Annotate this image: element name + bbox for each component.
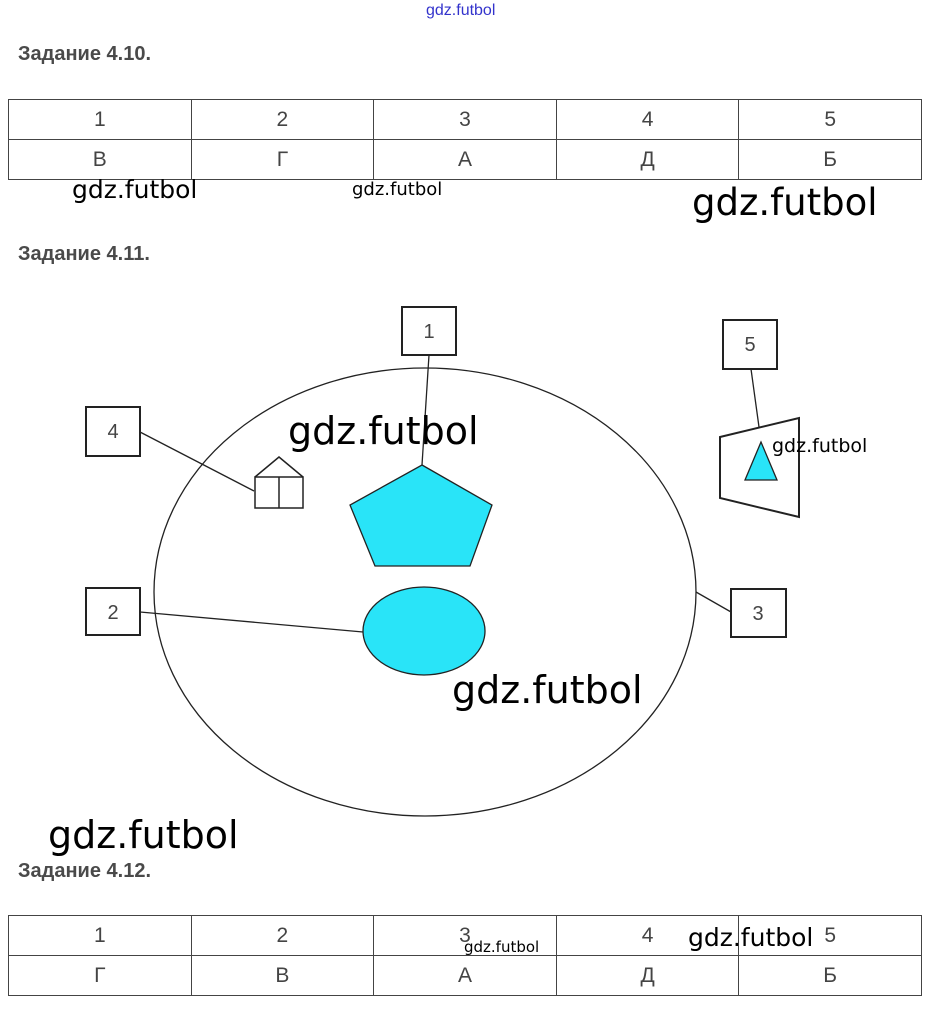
leader-line-5 bbox=[750, 368, 760, 428]
label-box-1 bbox=[401, 306, 457, 356]
watermark: gdz.futbol bbox=[688, 923, 814, 952]
watermark: gdz.futbol bbox=[452, 668, 643, 712]
watermark: gdz.futbol bbox=[464, 938, 540, 956]
watermark: gdz.futbol bbox=[288, 409, 479, 453]
table-cell: 1 bbox=[8, 915, 192, 956]
leader-line-4 bbox=[139, 431, 255, 492]
triangle-shape bbox=[744, 440, 778, 481]
header-watermark-link[interactable]: gdz.futbol bbox=[426, 2, 496, 19]
label-box-4 bbox=[85, 406, 141, 457]
table-cell: Б bbox=[738, 139, 922, 180]
table-cell: Д bbox=[555, 139, 740, 180]
watermark: gdz.futbol bbox=[48, 813, 239, 857]
pentagon-shape bbox=[349, 464, 493, 567]
task-4-12-table: 1 2 3 4 5 Г В А Д Б bbox=[8, 915, 922, 996]
table-cell: 2 bbox=[190, 915, 375, 956]
watermark: gdz.futbol bbox=[72, 175, 198, 204]
label-3: 3 bbox=[752, 603, 763, 625]
watermark: gdz.futbol bbox=[772, 435, 868, 457]
small-ellipse bbox=[362, 586, 486, 676]
task-4-10-table: 1 2 3 4 5 В Г А Д Б bbox=[8, 99, 922, 180]
table-cell: Г bbox=[8, 955, 192, 996]
trapezoid-shape bbox=[719, 416, 800, 519]
table-row-header: 1 2 3 4 5 bbox=[8, 915, 922, 956]
watermark: gdz.futbol bbox=[352, 179, 443, 200]
label-box-3 bbox=[730, 588, 787, 638]
label-5: 5 bbox=[744, 334, 755, 356]
leader-line-1 bbox=[421, 354, 430, 466]
task-4-12-title: Задание 4.12. bbox=[18, 860, 152, 882]
watermark: gdz.futbol bbox=[692, 181, 878, 224]
table-cell: 5 bbox=[738, 915, 922, 956]
table-cell: А bbox=[373, 955, 557, 996]
leader-line-2 bbox=[139, 611, 364, 633]
task-4-11-title: Задание 4.11. bbox=[18, 243, 150, 265]
table-row-answers: Г В А Д Б bbox=[8, 955, 922, 996]
house-icon bbox=[254, 456, 304, 509]
table-row-answers: В Г А Д Б bbox=[8, 139, 922, 180]
table-cell: В bbox=[8, 139, 192, 180]
label-box-2 bbox=[85, 587, 141, 636]
table-cell: Г bbox=[190, 139, 375, 180]
table-cell: Б bbox=[738, 955, 922, 996]
leader-line-3 bbox=[695, 591, 732, 613]
label-4: 4 bbox=[107, 421, 118, 443]
label-box-5 bbox=[722, 319, 778, 370]
table-cell: Д bbox=[555, 955, 740, 996]
table-cell: 2 bbox=[190, 99, 375, 140]
table-cell: В bbox=[190, 955, 375, 996]
task-4-10-title: Задание 4.10. bbox=[18, 43, 152, 65]
label-1: 1 bbox=[423, 321, 434, 343]
label-2: 2 bbox=[107, 602, 118, 624]
